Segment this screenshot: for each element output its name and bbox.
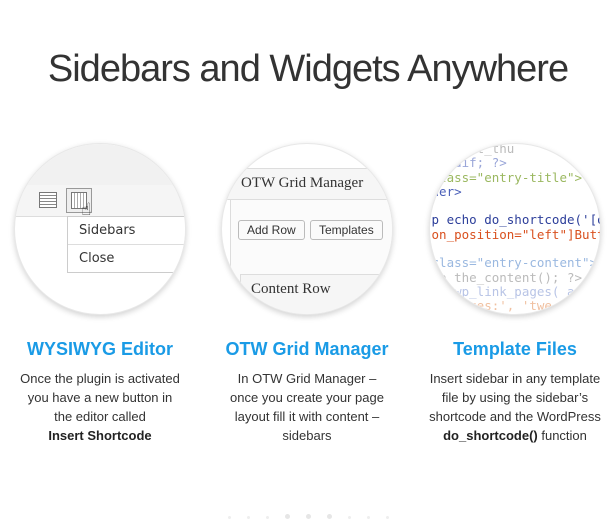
code-preview-circle: _post_thu endif; ?> class="entry-title">… [429, 143, 601, 315]
slider-dots [0, 504, 616, 523]
code-line [430, 199, 600, 213]
content-row-title: Content Row [240, 274, 392, 314]
feature-grid-manager: OTW Grid Manager In OTW Grid Manager – o… [207, 339, 407, 445]
code-line: der> [431, 183, 462, 199]
slider-dot[interactable] [246, 516, 250, 519]
templates-button[interactable]: Templates [310, 220, 383, 240]
add-row-button[interactable]: Add Row [238, 220, 305, 240]
feature-heading: OTW Grid Manager [225, 339, 389, 359]
slider-dot[interactable] [366, 516, 370, 519]
feature-template-files: Template Files Insert sidebar in any tem… [415, 339, 615, 445]
code-line: class="entry-content"> [429, 255, 598, 271]
desc-bold: Insert Shortcode [48, 428, 152, 443]
code-line: class="entry-title"> [429, 169, 583, 185]
feature-description: In OTW Grid Manager – once you create yo… [207, 369, 407, 445]
desc-line: once you create your page [230, 390, 384, 405]
feature-heading: WYSIWYG Editor [27, 339, 173, 359]
desc-line: In OTW Grid Manager – [237, 371, 377, 386]
desc-line: Once the plugin is activated [20, 371, 180, 386]
slider-dot[interactable] [305, 514, 311, 519]
slider-dot[interactable] [227, 516, 231, 519]
insert-shortcode-icon[interactable] [66, 188, 92, 213]
editor-toolbar-top [15, 144, 185, 186]
code-line: Pages:', 'twe [429, 298, 552, 314]
desc-line: Insert sidebar in any template [429, 371, 601, 386]
desc-suffix: function [537, 428, 587, 443]
hand-cursor-icon: ☝ [81, 200, 92, 220]
code-snippet: _post_thu endif; ?> class="entry-title">… [429, 143, 601, 314]
grid-preview-circle: OTW Grid Manager Add Row Templates Conte… [221, 143, 393, 315]
desc-line: file by using the sidebar’s [441, 390, 589, 405]
menu-item-sidebars[interactable]: Sidebars [79, 223, 136, 238]
feature-description: Once the plugin is activated you have a … [0, 369, 200, 445]
toolbar-table-icon[interactable] [39, 192, 57, 208]
code-line: p the_content(); ?> [429, 269, 583, 285]
shortcode-menu: Sidebars Close [67, 216, 185, 273]
slider-dot[interactable] [284, 514, 290, 519]
slider-dot[interactable] [326, 514, 332, 519]
grid-manager-title: OTW Grid Manager [222, 168, 392, 200]
desc-line: layout fill it with content – [234, 409, 380, 424]
editor-preview-circle: ☝ Sidebars Close [14, 143, 186, 315]
feature-wysiwyg: WYSIWYG Editor Once the plugin is activa… [0, 339, 200, 445]
desc-line: you have a new button in [27, 390, 173, 405]
code-line: endif; ?> [429, 155, 507, 171]
desc-line: shortcode and the WordPress [429, 409, 601, 424]
slider-dot[interactable] [265, 516, 269, 519]
slider-dot[interactable] [385, 516, 389, 519]
code-line: on_position="left"]Butto [429, 226, 601, 242]
feature-heading: Template Files [453, 339, 577, 359]
code-line [430, 242, 600, 256]
code-line: p echo do_shortcode('[ot [429, 212, 601, 228]
slider-dot[interactable] [347, 516, 351, 519]
menu-item-close[interactable]: Close [68, 244, 185, 272]
desc-bold: do_shortcode() [443, 428, 538, 443]
page-title: Sidebars and Widgets Anywhere [47, 48, 569, 90]
code-line: wp_link_pages( ar [429, 283, 583, 299]
desc-line: the editor called [54, 409, 146, 424]
code-line: _post_thu [429, 143, 515, 156]
feature-description: Insert sidebar in any template file by u… [415, 369, 615, 445]
desc-line: sidebars [282, 428, 332, 443]
